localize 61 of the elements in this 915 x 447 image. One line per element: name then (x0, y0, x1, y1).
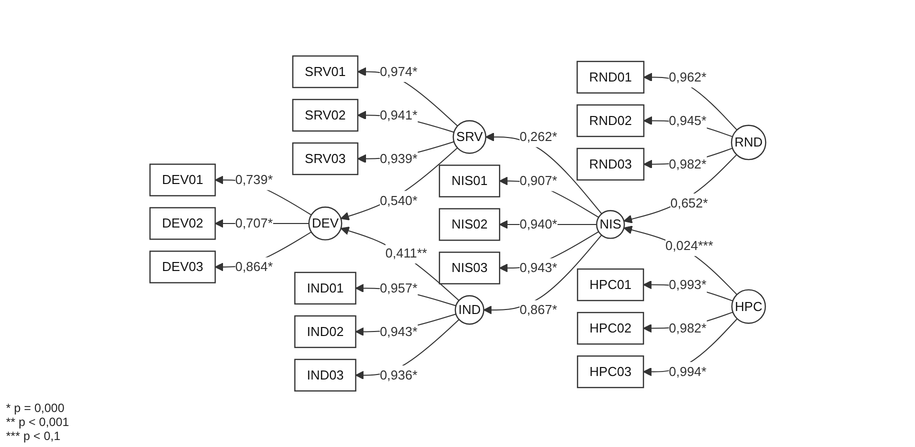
node-box: HPC01 (576, 268, 644, 302)
footnote: * p = 0,000 (6, 401, 64, 415)
arrow (642, 318, 738, 376)
node-circle: SRV (452, 120, 486, 154)
node-circle: IND (454, 295, 484, 325)
node-box: RND01 (576, 60, 644, 94)
edge-label: 0,943* (379, 324, 418, 339)
edge-label: 0,540* (379, 192, 418, 208)
edge-label: 0,982* (668, 320, 706, 336)
node-box: IND02 (294, 315, 356, 348)
edge-label: 0,974* (379, 64, 418, 80)
node-box: NIS01 (438, 164, 500, 198)
edge-label: 0,652* (670, 196, 708, 211)
edge-label: 0,024*** (665, 238, 713, 254)
edge-label: 0,864* (234, 259, 272, 274)
node-circle: DEV (308, 206, 342, 240)
node-box: IND01 (294, 272, 356, 305)
node-circle: RND (730, 124, 766, 160)
footnote: *** p < 0,1 (6, 429, 60, 443)
arrow (643, 72, 738, 130)
node-box: DEV01 (149, 164, 216, 196)
arrow (340, 226, 460, 301)
edge-label: 0,739* (234, 172, 272, 188)
node-box: SRV01 (292, 55, 358, 88)
node-box: NIS03 (438, 252, 500, 284)
node-box: SRV02 (292, 98, 358, 132)
arrow (623, 226, 738, 296)
arrow (623, 154, 737, 224)
edge-label: 0,262* (519, 129, 557, 144)
node-box: HPC03 (576, 355, 644, 388)
edge-label: 0,994* (668, 364, 706, 380)
arrow (485, 132, 602, 214)
edge-label: 0,982* (668, 156, 706, 172)
node-box: IND03 (294, 358, 356, 392)
node-box: SRV03 (292, 142, 358, 176)
node-circle: NIS (596, 210, 625, 239)
edge-label: 0,707* (234, 216, 272, 231)
arrow (357, 67, 458, 127)
edge-label: 0,907* (519, 173, 557, 188)
edge-label: 0,945* (668, 112, 706, 128)
edge-label: 0,993* (668, 277, 706, 292)
edge-label: 0,962* (668, 69, 706, 84)
node-box: DEV03 (149, 250, 216, 284)
arrow (340, 147, 458, 220)
edge-label: 0,867* (519, 302, 557, 318)
node-box: NIS02 (438, 208, 500, 241)
arrow (354, 319, 460, 380)
edge-label: 0,940* (519, 216, 557, 232)
node-box: RND03 (576, 148, 644, 181)
footnote: ** p < 0,001 (6, 415, 70, 429)
edge-label: 0,957* (379, 280, 418, 296)
edge-label: 0,943* (519, 260, 557, 276)
arrow (482, 234, 602, 314)
edge-label: 0,941* (379, 108, 418, 123)
node-box: RND02 (576, 104, 644, 138)
edge-label: 0,411** (385, 246, 427, 261)
node-box: DEV02 (149, 207, 216, 240)
edge-label: 0,939* (379, 151, 418, 166)
edge-label: 0,936* (379, 367, 418, 382)
node-circle: HPC (730, 289, 766, 324)
node-box: HPC02 (576, 312, 644, 345)
